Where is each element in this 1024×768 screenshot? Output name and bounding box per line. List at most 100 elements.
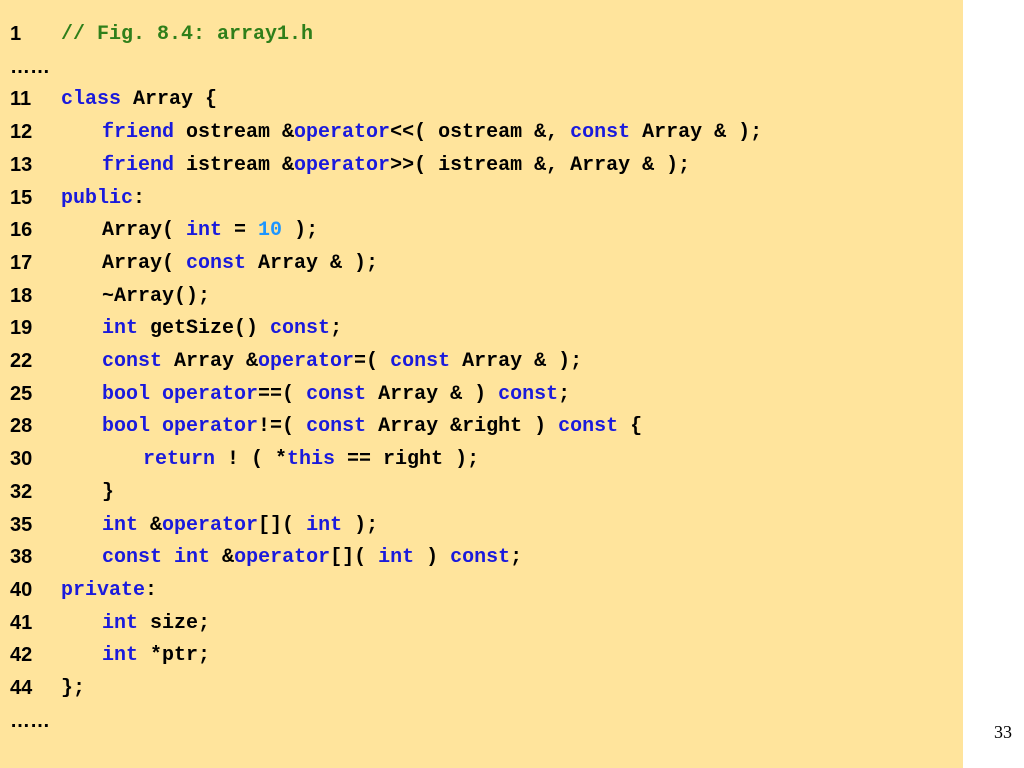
code-line: 28 bool operator!=( const Array &right ) …	[0, 410, 960, 443]
number-token: 10	[258, 219, 283, 243]
keyword-token: const	[450, 546, 511, 570]
keyword-token: int	[378, 546, 415, 570]
keyword-token: class	[61, 88, 122, 112]
code-token: &	[210, 546, 235, 570]
code-token: ;	[558, 382, 571, 406]
line-number: 25	[10, 382, 33, 405]
line-number: 1	[10, 23, 22, 45]
line-number: 11	[10, 88, 32, 111]
keyword-token: int	[102, 611, 139, 635]
code-text: friend istream &operator>>( istream &, A…	[102, 149, 690, 182]
code-token: =	[222, 219, 259, 243]
keyword-token: friend	[102, 153, 175, 177]
code-token: ostream &	[174, 121, 295, 145]
line-number: 13	[10, 153, 33, 176]
code-token: ;	[330, 317, 343, 341]
code-token: ~Array();	[102, 284, 211, 308]
code-text: public:	[61, 182, 145, 215]
code-token: ! ( *	[215, 448, 288, 472]
code-token	[162, 546, 174, 569]
code-line: 30 return ! ( *this == right );	[0, 443, 960, 476]
keyword-token: bool	[102, 415, 151, 439]
code-token: =(	[354, 350, 391, 373]
keyword-token: const	[390, 350, 451, 373]
keyword-token: const	[558, 415, 619, 439]
line-number: 40	[10, 578, 33, 601]
code-token: !=(	[258, 415, 307, 439]
code-token: [](	[258, 513, 307, 537]
code-line: 44};	[0, 672, 960, 705]
line-number: 18	[10, 284, 33, 307]
keyword-token: int	[306, 513, 343, 537]
keyword-token: const	[498, 382, 559, 406]
code-token: >>( istream &, Array & );	[390, 153, 691, 177]
line-number: 30	[10, 448, 33, 471]
keyword-token: const	[306, 415, 367, 439]
code-token	[150, 415, 162, 438]
code-token: *ptr;	[138, 644, 211, 668]
code-text: bool operator!=( const Array &right ) co…	[102, 410, 642, 443]
line-number: ……	[10, 709, 50, 732]
code-token: istream &	[174, 153, 295, 177]
keyword-token: const	[570, 121, 631, 145]
code-line: 1 // Fig. 8.4: array1.h	[0, 18, 960, 51]
code-text: const Array &operator=( const Array & );	[102, 345, 582, 378]
code-text: int &operator[]( int );	[102, 509, 378, 542]
line-number: 41	[10, 611, 33, 634]
line-number: 22	[10, 350, 33, 372]
code-line: 32}	[0, 476, 960, 509]
keyword-token: operator	[258, 350, 355, 373]
code-token: :	[145, 578, 158, 602]
code-token	[150, 383, 162, 406]
code-text: Array( const Array & );	[102, 247, 378, 280]
code-token: Array(	[102, 219, 187, 243]
code-token: size;	[138, 611, 211, 635]
code-token: :	[133, 186, 146, 210]
line-number: 19	[10, 317, 33, 340]
line-number: 44	[10, 677, 33, 699]
code-line: 41 int size;	[0, 607, 960, 640]
keyword-token: bool	[102, 382, 151, 406]
code-token: ;	[510, 546, 523, 570]
code-line: 18 ~Array();	[0, 280, 960, 313]
code-text: }	[102, 476, 114, 509]
code-line: 22 const Array &operator=( const Array & …	[0, 345, 960, 378]
keyword-token: operator	[294, 121, 391, 145]
code-line: ……	[0, 51, 960, 84]
code-text: int size;	[102, 607, 210, 640]
line-number: 16	[10, 219, 33, 242]
code-token: <<( ostream &,	[390, 121, 571, 145]
code-text: bool operator==( const Array & ) const;	[102, 378, 570, 411]
code-token: getSize()	[138, 317, 271, 341]
code-token: }	[102, 480, 115, 504]
code-token: Array & );	[246, 251, 379, 275]
code-text: ~Array();	[102, 280, 210, 313]
code-line: 25 bool operator==( const Array & ) const…	[0, 378, 960, 411]
code-line: ……	[0, 705, 960, 738]
code-text: Array( int = 10 );	[102, 214, 318, 247]
code-token: Array &	[162, 350, 259, 373]
code-text: friend ostream &operator<<( ostream &, c…	[102, 116, 762, 149]
code-token: Array {	[121, 88, 218, 112]
keyword-token: const	[186, 251, 247, 275]
keyword-token: operator	[162, 513, 259, 537]
code-token: Array &right )	[366, 415, 559, 439]
code-text: // Fig. 8.4: array1.h	[61, 18, 313, 51]
line-number: 15	[10, 186, 33, 209]
line-number: 28	[10, 415, 33, 438]
keyword-token: return	[143, 448, 216, 472]
code-text: return ! ( *this == right );	[143, 443, 479, 476]
keyword-token: int	[174, 546, 211, 570]
keyword-token: int	[186, 219, 223, 243]
keyword-token: operator	[234, 546, 331, 570]
keyword-token: public	[61, 186, 134, 210]
keyword-token: this	[287, 448, 336, 472]
line-number: 42	[10, 644, 33, 667]
keyword-token: const	[270, 317, 331, 341]
code-token: == right );	[335, 448, 480, 472]
keyword-token: const	[102, 546, 163, 570]
